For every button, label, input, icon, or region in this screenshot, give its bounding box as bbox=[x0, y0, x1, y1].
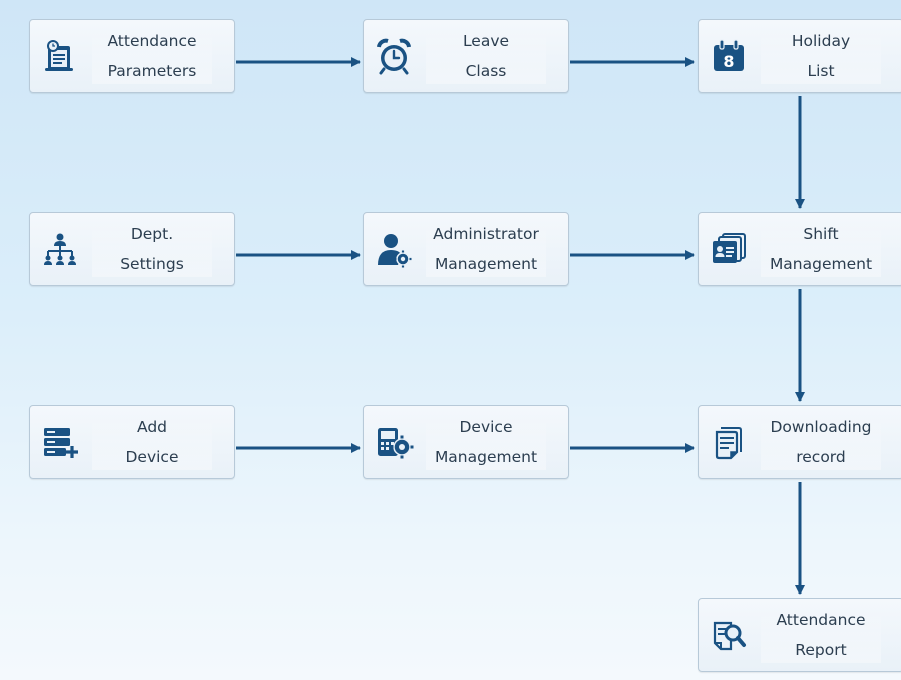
attendance-report-label: Attendance Report bbox=[761, 607, 881, 663]
server-add-icon bbox=[40, 422, 80, 462]
administrator-management-button[interactable]: Administrator Management bbox=[363, 212, 569, 286]
downloading-record-button[interactable]: Downloading record bbox=[698, 405, 901, 479]
user-gear-icon bbox=[374, 229, 414, 269]
calendar-icon: 8 bbox=[709, 36, 749, 76]
device-management-label: Device Management bbox=[426, 414, 546, 470]
add-device-button[interactable]: Add Device bbox=[29, 405, 235, 479]
svg-text:8: 8 bbox=[723, 52, 734, 71]
leave-class-button[interactable]: Leave Class bbox=[363, 19, 569, 93]
org-chart-icon bbox=[40, 229, 80, 269]
scroll-clock-icon bbox=[40, 36, 80, 76]
holiday-list-label: Holiday List bbox=[761, 28, 881, 84]
device-management-button[interactable]: Device Management bbox=[363, 405, 569, 479]
dept-settings-label: Dept. Settings bbox=[92, 221, 212, 277]
downloading-record-label: Downloading record bbox=[761, 414, 881, 470]
alarm-clock-icon bbox=[374, 36, 414, 76]
id-cards-icon bbox=[709, 229, 749, 269]
dept-settings-button[interactable]: Dept. Settings bbox=[29, 212, 235, 286]
device-gear-icon bbox=[374, 422, 414, 462]
document-stack-icon bbox=[709, 422, 749, 462]
report-search-icon bbox=[709, 615, 749, 655]
add-device-label: Add Device bbox=[92, 414, 212, 470]
shift-management-button[interactable]: Shift Management bbox=[698, 212, 901, 286]
holiday-list-button[interactable]: 8 Holiday List bbox=[698, 19, 901, 93]
attendance-parameters-label: Attendance Parameters bbox=[92, 28, 212, 84]
leave-class-label: Leave Class bbox=[426, 28, 546, 84]
attendance-report-button[interactable]: Attendance Report bbox=[698, 598, 901, 672]
attendance-parameters-button[interactable]: Attendance Parameters bbox=[29, 19, 235, 93]
administrator-management-label: Administrator Management bbox=[426, 221, 546, 277]
shift-management-label: Shift Management bbox=[761, 221, 881, 277]
